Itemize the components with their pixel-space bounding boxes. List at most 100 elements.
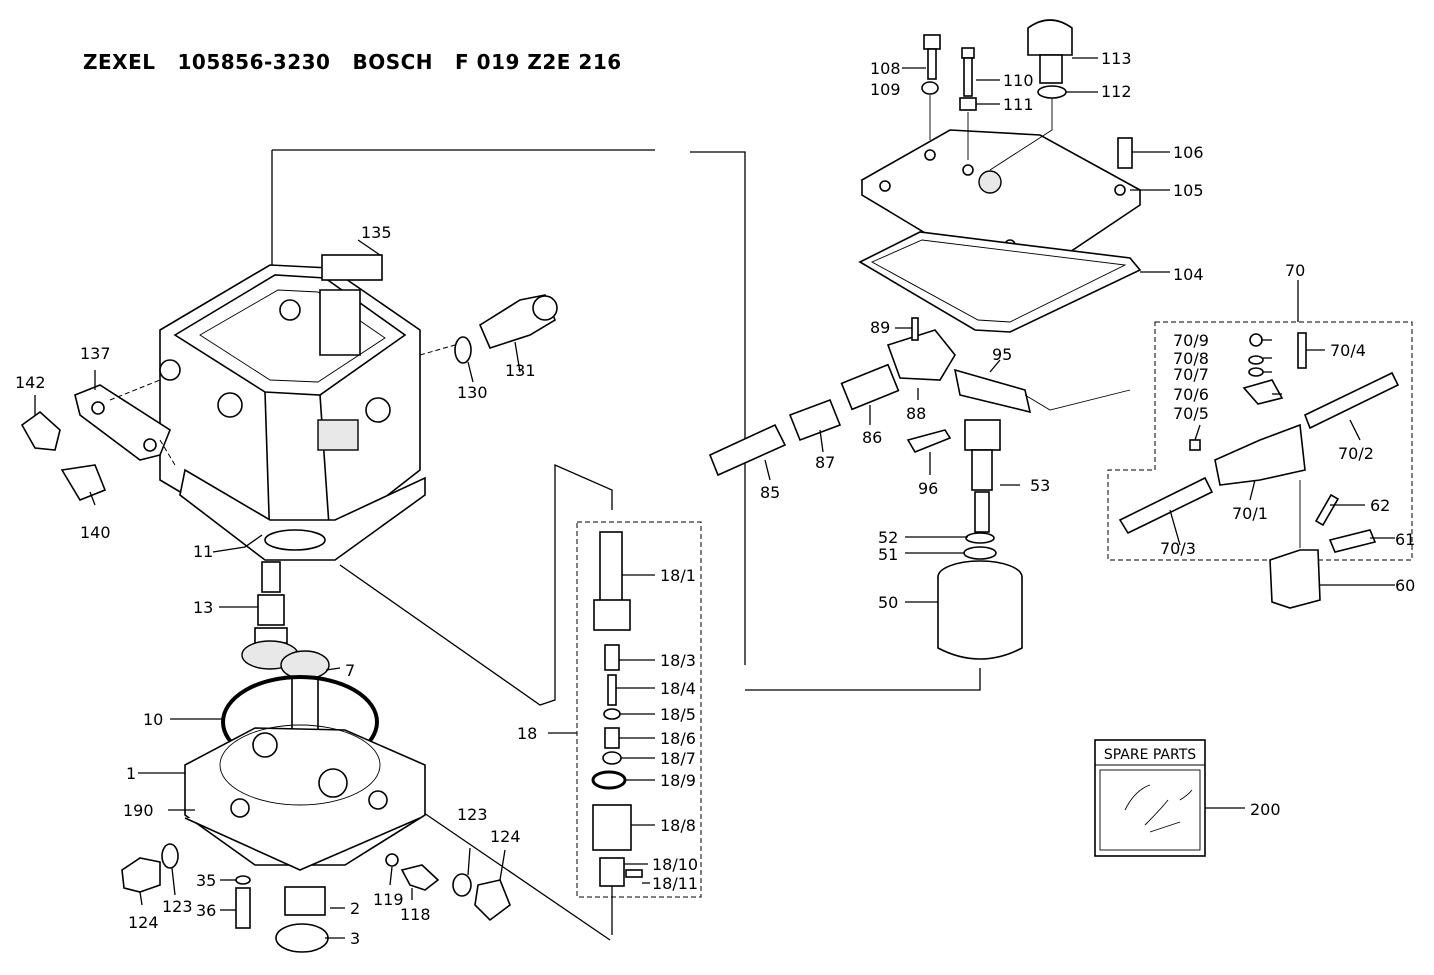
bosch-part-number: F 019 Z2E 216 bbox=[455, 50, 622, 74]
label-36: 36 bbox=[196, 901, 216, 920]
label-70-6: 70/6 bbox=[1173, 385, 1209, 404]
label-70-4: 70/4 bbox=[1330, 341, 1366, 360]
label-113: 113 bbox=[1101, 49, 1132, 68]
label-70-9: 70/9 bbox=[1173, 331, 1209, 350]
label-123-right: 123 bbox=[457, 805, 488, 824]
label-111: 111 bbox=[1003, 95, 1034, 114]
label-18-4: 18/4 bbox=[660, 679, 696, 698]
spare-parts-title: SPARE PARTS bbox=[1104, 747, 1196, 763]
label-18-1: 18/1 bbox=[660, 566, 696, 585]
label-1: 1 bbox=[126, 764, 136, 783]
label-119: 119 bbox=[373, 890, 404, 909]
part-131-fitting bbox=[478, 294, 558, 349]
label-70-8: 70/8 bbox=[1173, 349, 1209, 368]
label-51: 51 bbox=[878, 545, 898, 564]
label-104: 104 bbox=[1173, 265, 1204, 284]
part-118 bbox=[400, 864, 440, 891]
lever-assembly-70 bbox=[1118, 332, 1400, 535]
label-105: 105 bbox=[1173, 181, 1204, 200]
part-108-screw bbox=[923, 34, 941, 80]
part-142 bbox=[20, 410, 61, 451]
link-line-top bbox=[272, 149, 746, 665]
part-53-spring-valve bbox=[964, 419, 1001, 533]
part-52-washer bbox=[965, 532, 995, 544]
link-line-filter bbox=[745, 668, 981, 691]
part-86-sleeve bbox=[840, 363, 900, 411]
label-61: 61 bbox=[1395, 530, 1415, 549]
label-112: 112 bbox=[1101, 82, 1132, 101]
valve-assembly-18 bbox=[591, 531, 643, 887]
label-70-3: 70/3 bbox=[1160, 539, 1196, 558]
part-3-seal bbox=[275, 923, 329, 953]
part-130-washer bbox=[454, 336, 472, 364]
label-70-1: 70/1 bbox=[1232, 504, 1268, 523]
label-70-7: 70/7 bbox=[1173, 365, 1209, 384]
label-118: 118 bbox=[400, 905, 431, 924]
label-86: 86 bbox=[862, 428, 882, 447]
label-87: 87 bbox=[815, 453, 835, 472]
part-111-nut bbox=[959, 97, 977, 111]
label-137: 137 bbox=[80, 344, 111, 363]
part-7-gear bbox=[280, 650, 330, 734]
part-13-shaft bbox=[241, 561, 299, 670]
label-135: 135 bbox=[361, 223, 392, 242]
part-36-bolt bbox=[235, 887, 251, 929]
part-51-ring bbox=[963, 546, 997, 560]
part-85-shaft bbox=[708, 423, 787, 477]
label-18-10: 18/10 bbox=[652, 855, 698, 874]
part-2-bearing bbox=[284, 886, 326, 916]
part-140 bbox=[60, 464, 107, 501]
label-130: 130 bbox=[457, 383, 488, 402]
part-62-pin bbox=[1314, 493, 1340, 527]
label-124-left: 124 bbox=[128, 913, 159, 932]
part-104-gasket bbox=[858, 231, 1142, 333]
part-190-gasket bbox=[184, 817, 421, 871]
label-108: 108 bbox=[870, 59, 901, 78]
part-96-clip bbox=[906, 429, 952, 453]
label-7: 7 bbox=[345, 661, 355, 680]
label-52: 52 bbox=[878, 528, 898, 547]
spare-parts-kit: SPARE PARTS bbox=[1094, 739, 1206, 857]
part-109-washer bbox=[921, 81, 939, 95]
label-53: 53 bbox=[1030, 476, 1050, 495]
part-113-cap bbox=[1027, 19, 1073, 84]
label-85: 85 bbox=[760, 483, 780, 502]
label-18: 18 bbox=[517, 724, 537, 743]
label-13: 13 bbox=[193, 598, 213, 617]
label-35: 35 bbox=[196, 871, 216, 890]
part-106-screw bbox=[1117, 137, 1133, 169]
label-18-11: 18/11 bbox=[652, 874, 698, 893]
part-89-pin bbox=[911, 317, 919, 341]
part-61-pin bbox=[1328, 529, 1377, 553]
part-35-washer bbox=[235, 875, 251, 885]
label-50: 50 bbox=[878, 593, 898, 612]
label-3: 3 bbox=[350, 929, 360, 948]
part-119 bbox=[385, 853, 399, 867]
label-60: 60 bbox=[1395, 576, 1415, 595]
label-18-7: 18/7 bbox=[660, 749, 696, 768]
part-95-link bbox=[953, 368, 1032, 414]
part-50-filter bbox=[937, 560, 1023, 660]
lever-assembly-frame bbox=[1107, 321, 1413, 561]
link-line-valve bbox=[339, 464, 613, 706]
part-88-lever bbox=[886, 329, 956, 381]
label-142: 142 bbox=[15, 373, 46, 392]
label-70-5: 70/5 bbox=[1173, 404, 1209, 423]
label-10: 10 bbox=[143, 710, 163, 729]
part-110-stud bbox=[961, 47, 975, 97]
valve-assembly-frame bbox=[576, 521, 702, 898]
label-2: 2 bbox=[350, 899, 360, 918]
label-109: 109 bbox=[870, 80, 901, 99]
part-87-spring bbox=[788, 398, 842, 442]
label-123-left: 123 bbox=[162, 897, 193, 916]
label-88: 88 bbox=[906, 404, 926, 423]
brand-zexel: ZEXEL bbox=[83, 50, 156, 74]
label-110: 110 bbox=[1003, 71, 1034, 90]
label-70: 70 bbox=[1285, 261, 1305, 280]
part-124b-plug bbox=[474, 879, 511, 922]
part-number-labels: 135 137 142 140 130 131 11 13 7 10 1 190… bbox=[15, 49, 1415, 948]
label-200: 200 bbox=[1250, 800, 1281, 819]
leader-lines bbox=[34, 57, 1395, 939]
